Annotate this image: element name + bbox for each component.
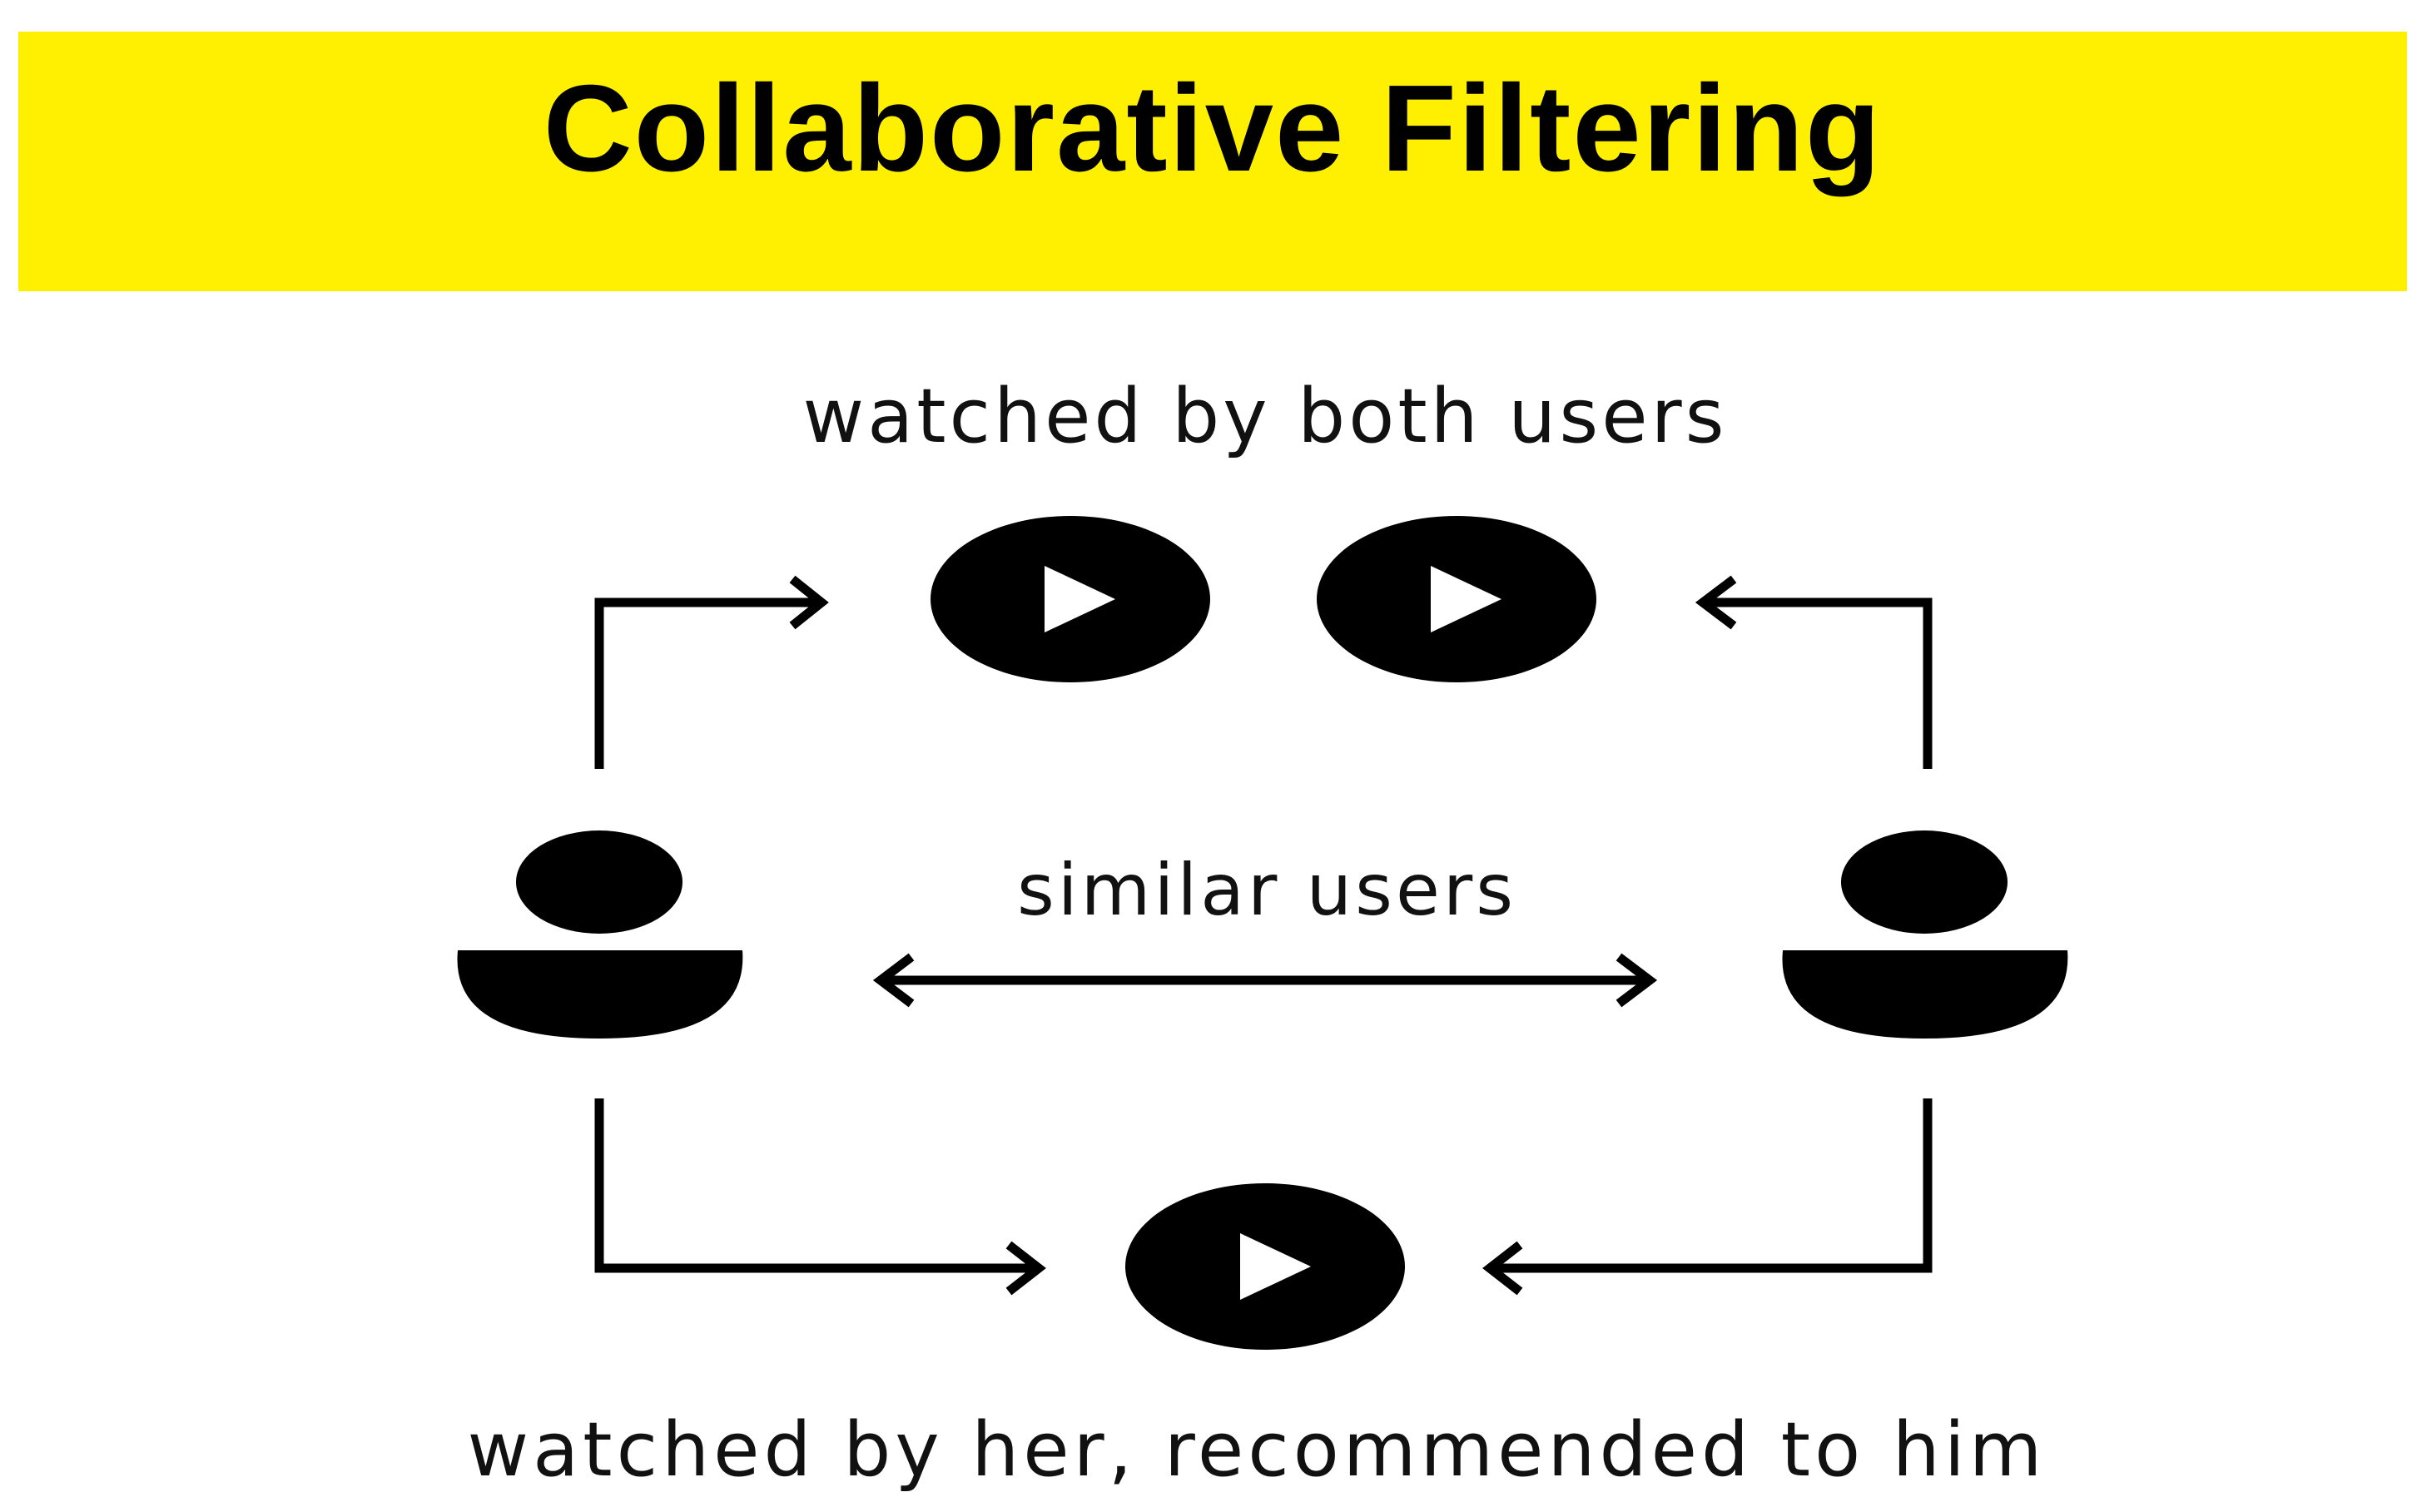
arrow-right-to-top-head xyxy=(1695,575,1737,630)
label-watched-by-both: watched by both users xyxy=(802,373,1728,460)
user-icon-left xyxy=(457,830,743,1039)
user-icon-right xyxy=(1782,830,2068,1039)
arrow-similar-users-head-right xyxy=(1616,953,1658,1008)
play-icon-top-right xyxy=(1317,516,1596,682)
label-similar-users: similar users xyxy=(1016,849,1517,932)
arrow-left-to-bottom xyxy=(594,1098,1037,1273)
arrow-similar-users-head-left xyxy=(872,953,915,1008)
arrow-left-to-top-head xyxy=(789,575,829,630)
arrow-right-to-top xyxy=(1705,597,1933,769)
arrow-right-to-bottom xyxy=(1491,1098,1933,1273)
label-recommended: watched by her, recommended to him xyxy=(467,1406,2047,1494)
arrow-left-to-top xyxy=(594,597,820,769)
play-icon-bottom xyxy=(1125,1183,1405,1350)
title-banner: Collaborative Filtering xyxy=(18,32,2407,291)
play-icon-top-left xyxy=(931,516,1210,682)
arrow-left-to-bottom-head xyxy=(1005,1241,1046,1296)
diagram-title: Collaborative Filtering xyxy=(543,60,1883,197)
arrow-right-to-bottom-head xyxy=(1482,1241,1523,1296)
